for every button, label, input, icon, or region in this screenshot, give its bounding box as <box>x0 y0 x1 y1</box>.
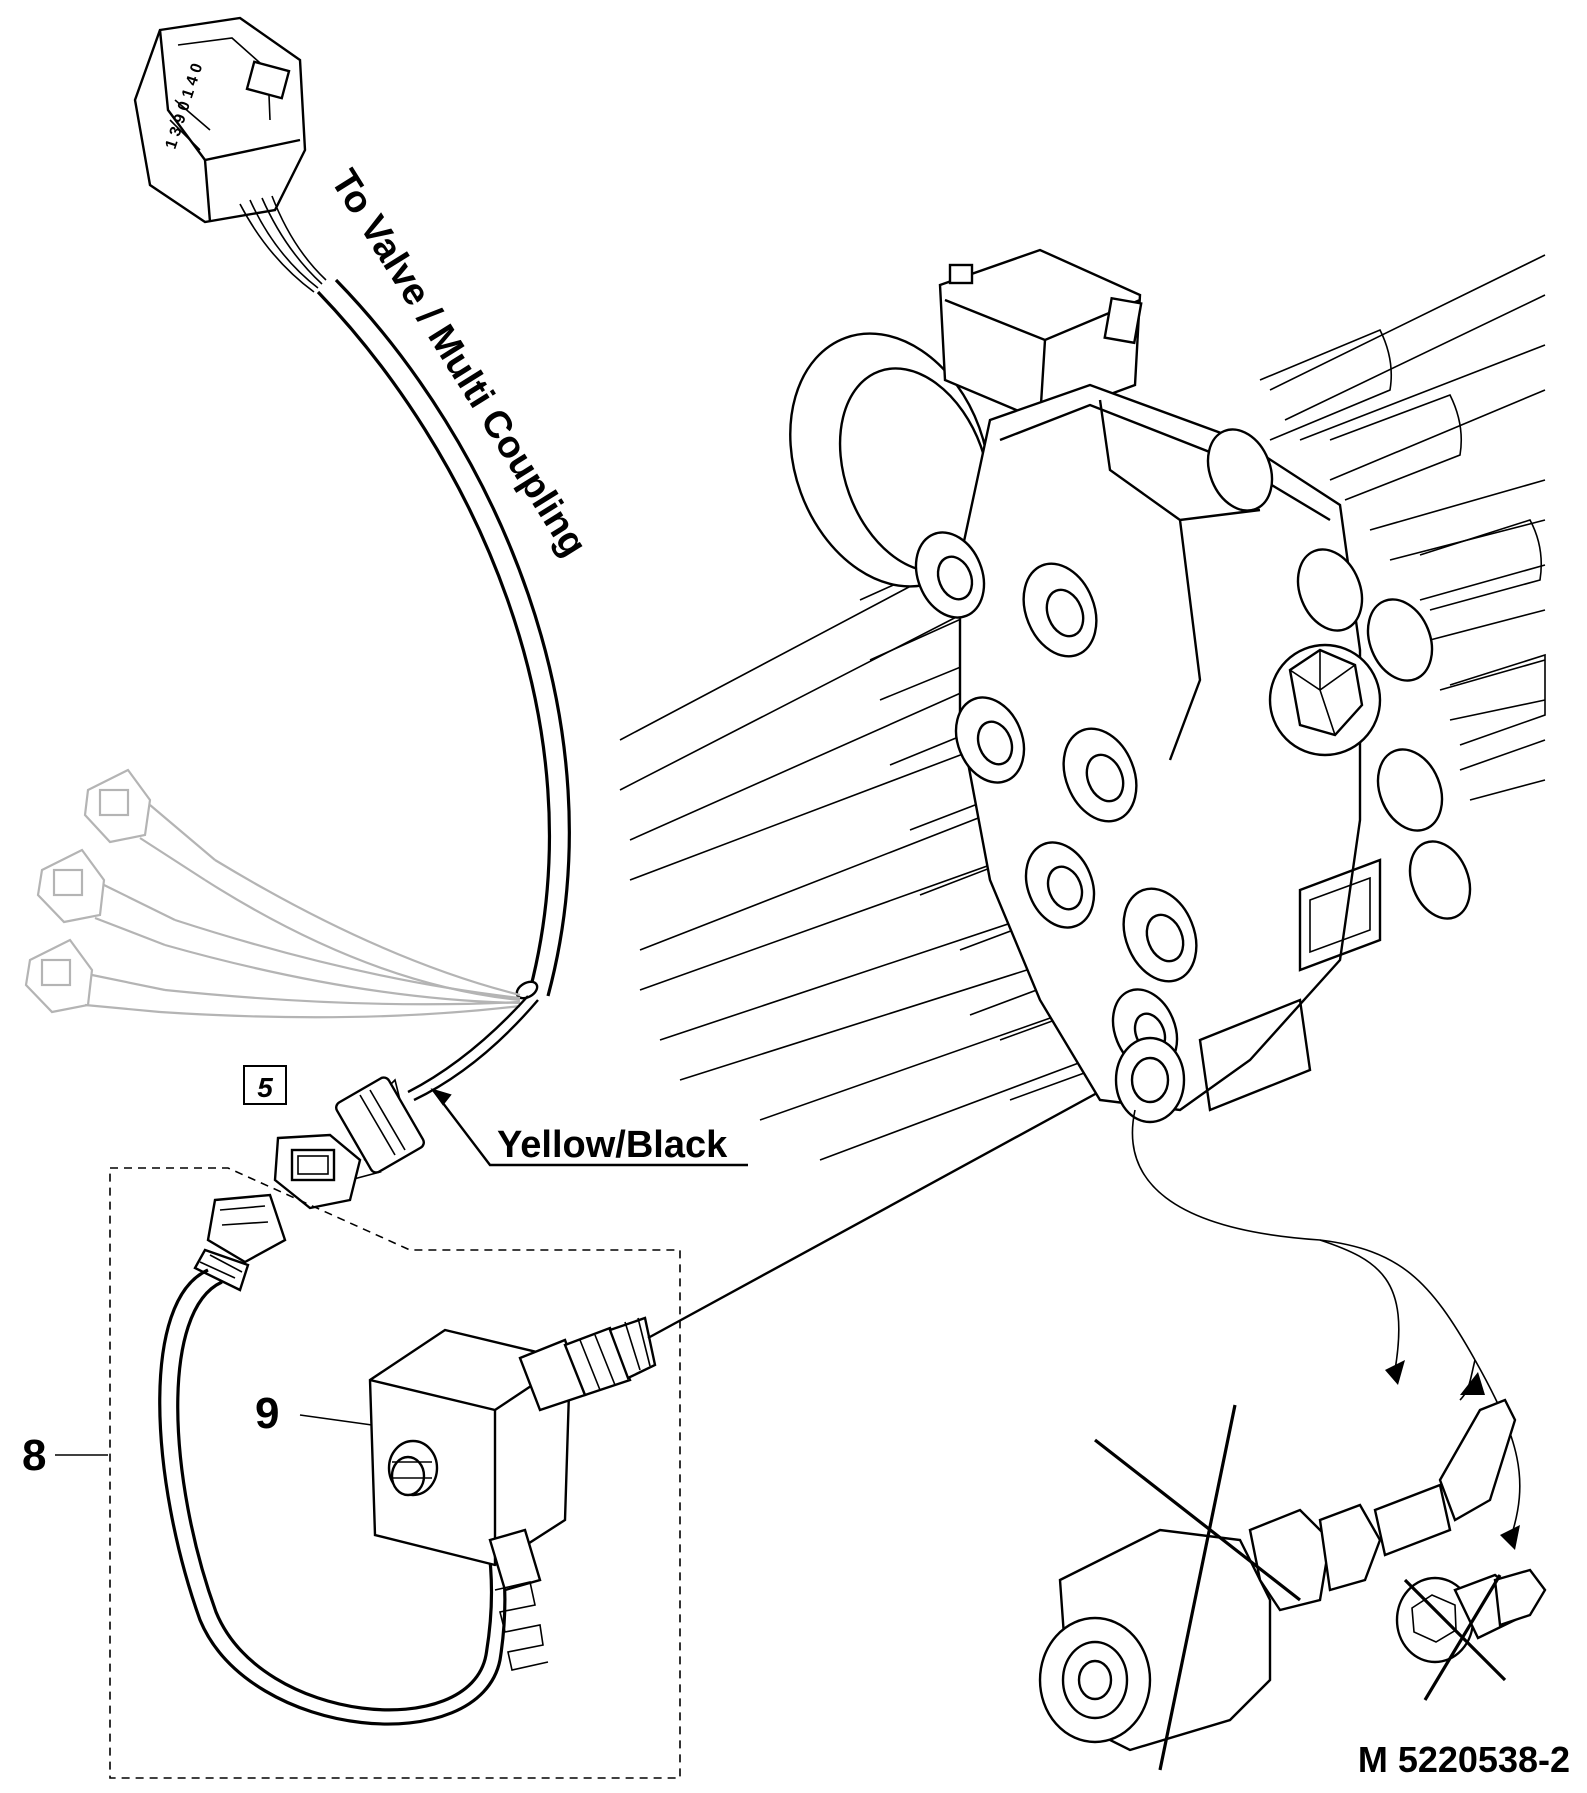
yellow-black-callout: Yellow/Black <box>430 1088 748 1167</box>
callout-9-leader <box>299 1414 373 1426</box>
wire-color-label: Yellow/Black <box>497 1124 728 1166</box>
callout-5: 5 <box>243 1065 287 1105</box>
yellow-black-wire <box>335 995 539 1181</box>
removed-quick-coupler <box>1038 1398 1517 1771</box>
drawing-id: M 5220538-2 <box>1358 1739 1570 1780</box>
main-cable <box>316 278 571 1000</box>
multi-pin-connector: 1 3 9 0 1 4 0 <box>133 16 307 224</box>
removal-arrows <box>1131 1109 1521 1550</box>
kit-8-boundary <box>109 1167 681 1779</box>
to-valve-label: To Valve / Multi Coupling <box>322 163 594 564</box>
solenoid-coil <box>368 1328 572 1671</box>
removed-plug <box>1395 1568 1547 1701</box>
assembly-line <box>647 1073 1132 1340</box>
phantom-connectors <box>24 768 521 1019</box>
harness-8 <box>158 1193 507 1726</box>
callout-5-label: 5 <box>257 1072 273 1103</box>
callout-8-label: 8 <box>22 1431 46 1480</box>
callout-9-label: 9 <box>255 1389 279 1438</box>
connector-wires <box>239 195 327 293</box>
solenoid-cartridge <box>518 1316 657 1412</box>
valve-block <box>789 248 1472 1124</box>
connector-5 <box>273 1133 362 1210</box>
